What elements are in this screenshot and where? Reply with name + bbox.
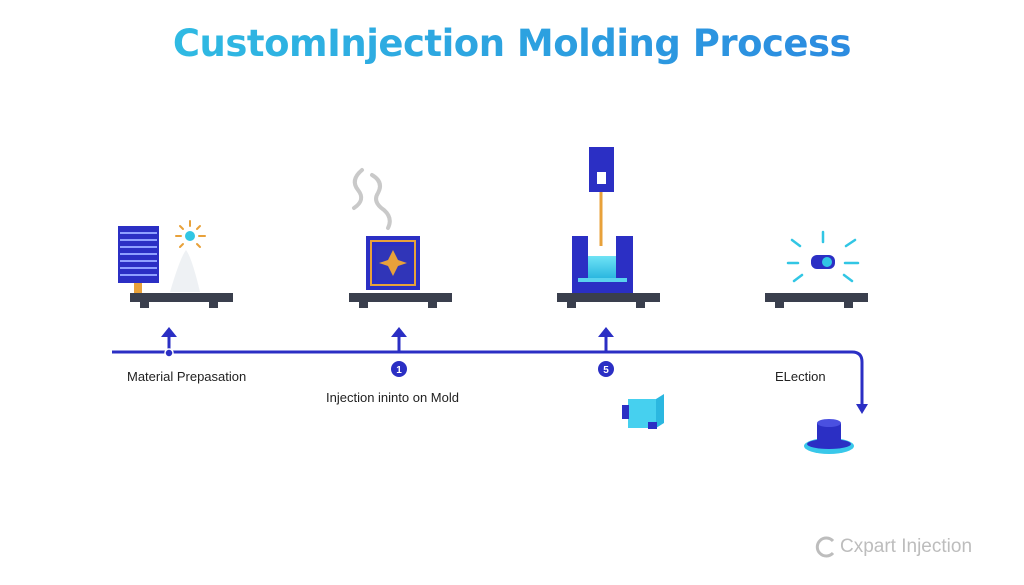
step-up-arrow xyxy=(391,327,407,352)
svg-text:1: 1 xyxy=(396,365,402,376)
station-injection xyxy=(349,168,452,352)
timeline-line xyxy=(112,350,864,408)
ejected-part-icon xyxy=(786,230,860,283)
station-nozzle xyxy=(557,147,664,429)
heated-mold-icon xyxy=(366,236,420,290)
injection-nozzle-icon xyxy=(572,147,633,293)
station-material-preparation xyxy=(118,220,233,358)
platform xyxy=(557,293,660,308)
platform xyxy=(765,293,868,308)
step-label: ELection xyxy=(775,369,826,384)
platform xyxy=(349,293,452,308)
station-ejection xyxy=(765,230,868,454)
watermark: Cxpart Injection xyxy=(814,533,972,561)
svg-text:5: 5 xyxy=(603,365,609,376)
page-title: CustomInjection Molding Process xyxy=(0,22,1024,65)
step-badge: 1 xyxy=(391,361,407,377)
timeline-node xyxy=(164,348,174,358)
platform xyxy=(130,293,233,308)
material-hopper-icon xyxy=(118,226,200,293)
step-label: Injection ininto on Mold xyxy=(326,390,459,405)
finished-part-icon xyxy=(804,419,854,454)
step-label: Material Prepasation xyxy=(127,369,246,384)
steam-icon xyxy=(352,168,392,230)
cube-part-icon xyxy=(622,394,664,429)
step-badge: 5 xyxy=(598,361,614,377)
step-up-arrow xyxy=(598,327,614,352)
timeline-end-arrow xyxy=(856,404,868,414)
spark-icon xyxy=(175,220,206,248)
watermark-logo-icon xyxy=(815,536,835,558)
watermark-text: Cxpart Injection xyxy=(840,536,973,557)
